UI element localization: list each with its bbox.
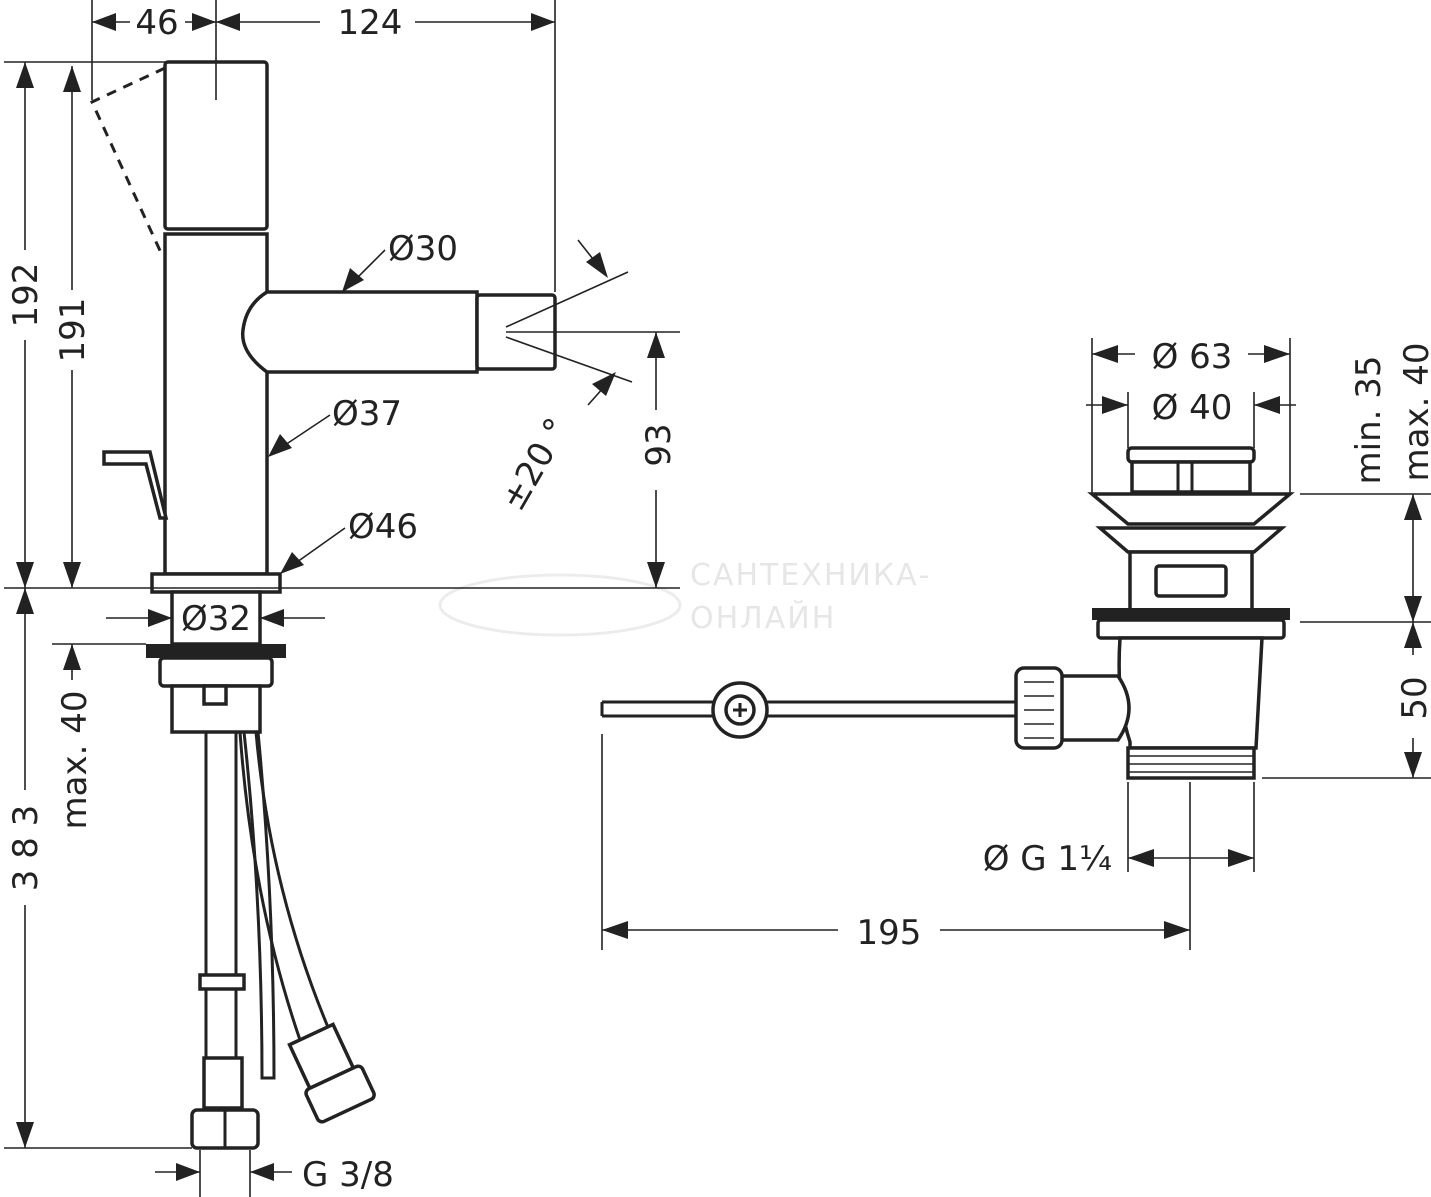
dim-hose-length: 3 8 3: [6, 805, 46, 892]
mixer-body: [163, 232, 269, 576]
waste-flange: [1087, 492, 1295, 526]
hose-2-right: [254, 731, 332, 1033]
watermark: САНТЕХНИКА- ОНЛАЙН: [438, 558, 932, 637]
hose-2-nut: [304, 1064, 376, 1124]
lever-rod: [242, 731, 276, 1080]
hose-1-sleeve: [198, 973, 246, 991]
base-ring: [150, 572, 282, 594]
dim-spout-diameter: Ø30: [388, 229, 458, 269]
watermark-line-2: ОНЛАЙН: [690, 600, 836, 636]
dim-waste-head-inner: Ø 40: [1152, 388, 1233, 428]
popup-waste: [600, 446, 1295, 780]
dim-max-deck-thickness: max. 40: [55, 691, 95, 830]
dim-rod-length: 195: [857, 913, 922, 953]
hose-1-connector: [202, 1056, 244, 1110]
hose-2-left: [238, 731, 302, 1041]
dim-spout-reach: 124: [338, 3, 403, 43]
handle-swing-dashed: [90, 66, 166, 256]
bidet-mixer: [90, 60, 680, 1150]
waste-nut-ring: [1092, 608, 1290, 620]
dim-outlet-height: 93: [639, 423, 679, 466]
mixer-spout: [240, 290, 479, 374]
waste-side-nut: [1014, 666, 1064, 750]
dim-waste-head-outer: Ø 63: [1152, 337, 1233, 377]
dim-base-diameter: Ø46: [348, 507, 418, 547]
nut-screw: [202, 684, 228, 706]
dim-min-thickness: min. 35: [1349, 356, 1389, 485]
fixing-nut: [158, 656, 274, 688]
waste-overflow-window: [1154, 564, 1228, 598]
waste-lower-body: [1117, 636, 1264, 750]
waste-side-port: [1054, 674, 1131, 742]
waste-cap: [1126, 446, 1256, 464]
mixer-dimensions: 46 124 192 191 3 8 3 max. 40 Ø: [4, 0, 680, 1197]
dim-max-thickness: max. 40: [1397, 343, 1431, 482]
watermark-line-1: САНТЕХНИКА-: [690, 558, 932, 593]
waste-thread: [1126, 746, 1256, 780]
waste-washer: [1096, 618, 1286, 640]
dim-spray-angle: ±20 °: [493, 411, 577, 517]
waste-flange-lower: [1095, 526, 1287, 554]
dim-hose-thread: G 3/8: [302, 1155, 394, 1195]
popup-lever: [102, 450, 169, 520]
dim-total-height: 192: [6, 263, 46, 328]
dim-shank-diameter: Ø32: [181, 599, 251, 639]
dim-body-diameter: Ø37: [332, 394, 402, 434]
waste-dimensions: Ø 63 Ø 40 min. 35 max. 40 50 Ø G 1¼: [601, 337, 1431, 953]
dim-waste-body-height: 50: [1395, 676, 1431, 719]
dim-spout-height: 191: [53, 298, 93, 363]
fixing-plate: [146, 644, 286, 658]
dim-waste-thread: Ø G 1¼: [983, 839, 1112, 879]
angle-line-upper: [505, 271, 629, 328]
dim-handle-offset: 46: [135, 3, 178, 43]
